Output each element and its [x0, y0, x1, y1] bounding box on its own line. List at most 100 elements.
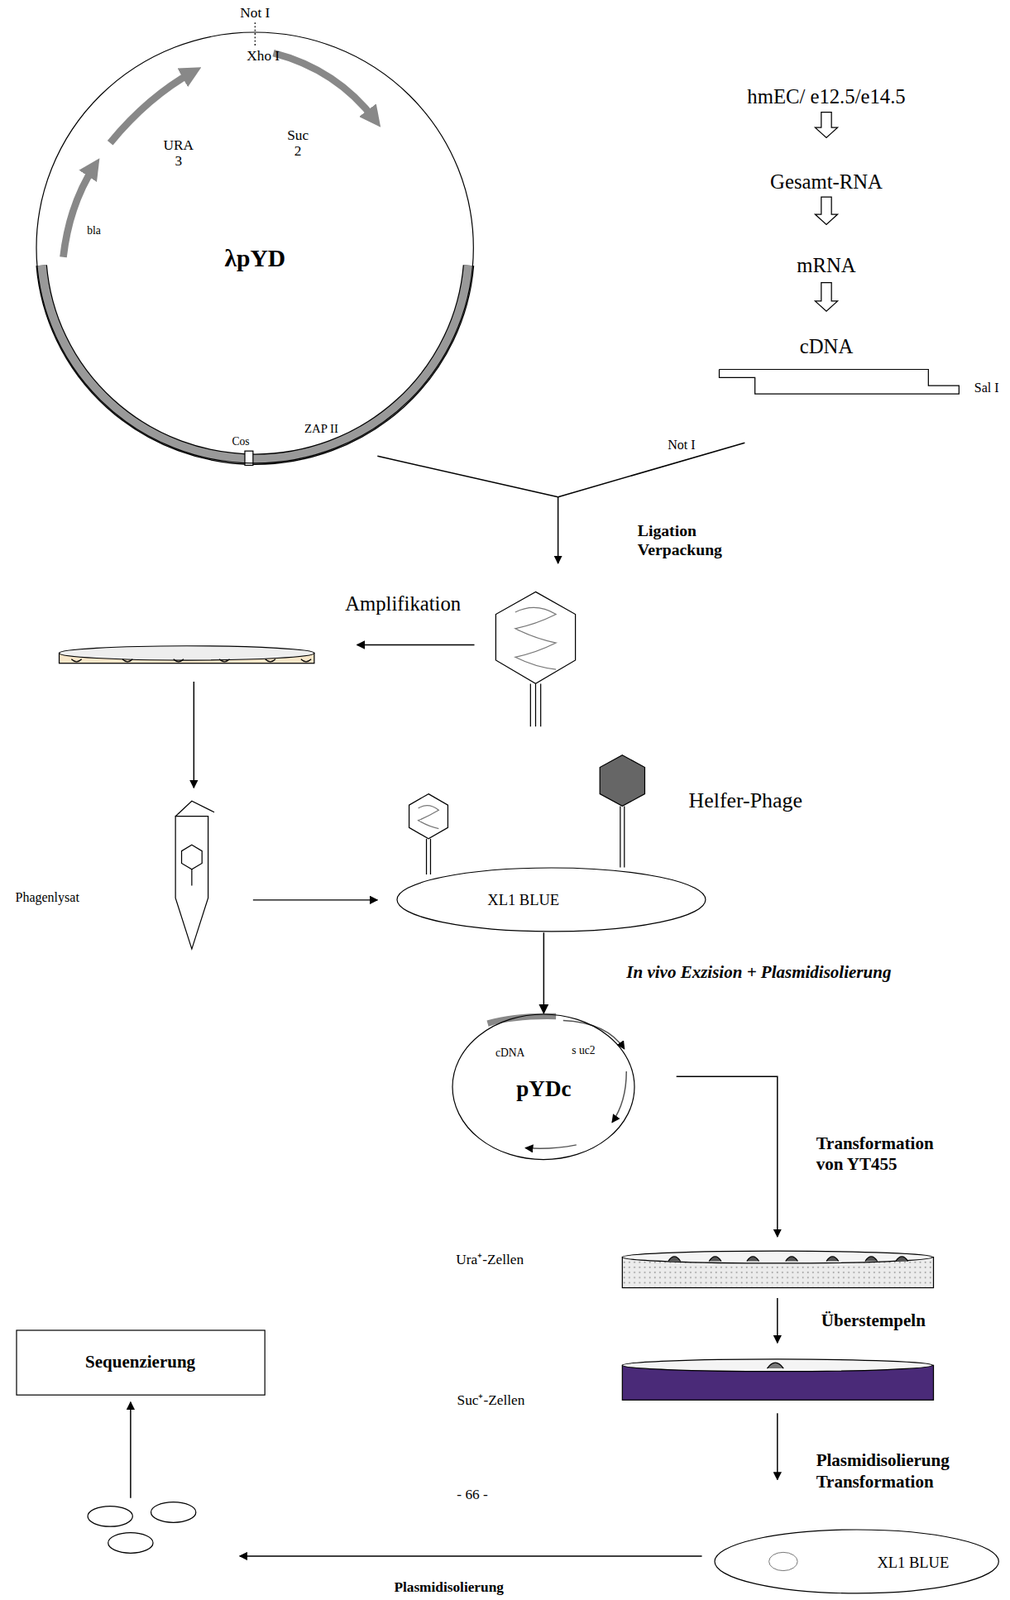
ellipse-border — [452, 1014, 635, 1160]
hollow-arrow — [814, 112, 838, 139]
centrifuge-tube — [181, 844, 203, 870]
suc-plate — [766, 1362, 784, 1369]
plasmid: cDNAs uc2pYDc — [451, 1013, 636, 1161]
plasmids — [87, 1502, 197, 1554]
arrows — [357, 644, 475, 646]
phage-particle — [495, 591, 575, 727]
phage-and-helper — [623, 805, 625, 867]
plasmids — [151, 1502, 197, 1523]
arrows — [129, 1402, 131, 1499]
edge-label: In vivo Exzision + Plasmidisolierung — [626, 962, 891, 983]
ellipse-border — [714, 1529, 999, 1594]
node-text: Suc 2 — [284, 127, 312, 159]
ura-plate — [668, 1256, 909, 1262]
host-cell: XL1 BLUE — [396, 866, 707, 933]
suc-plate — [622, 1359, 933, 1372]
label: Plasmidisolierung Transformation — [816, 1450, 970, 1492]
node-text: XL1 BLUE — [876, 1554, 949, 1571]
phage-and-helper — [430, 838, 431, 875]
label: hmEC/ e12.5/e14.5 — [746, 84, 905, 110]
ligation-lines — [377, 455, 558, 497]
label: Not I — [667, 436, 695, 453]
node-text: XL1 BLUE — [487, 891, 560, 909]
label: - 66 - — [456, 1485, 488, 1504]
label: Helfer-Phage — [689, 788, 804, 814]
arrows — [253, 899, 378, 900]
ura-plate — [622, 1250, 933, 1264]
node-text: URA 3 — [161, 137, 197, 169]
label: cDNA — [799, 335, 853, 360]
node-outline — [713, 1528, 1000, 1594]
arrows — [776, 1412, 778, 1480]
centrifuge-tube — [175, 800, 215, 949]
petri-dish — [59, 646, 315, 664]
vector-map — [41, 265, 469, 460]
ligation-lines — [377, 442, 745, 564]
host-cell: XL1 BLUE — [713, 1528, 1000, 1594]
node-text: cDNA — [495, 1046, 526, 1059]
centrifuge-tube — [175, 800, 215, 817]
petri-dish — [71, 659, 312, 662]
arrow-connector — [543, 932, 546, 1013]
phage-and-helper — [409, 794, 449, 839]
label: Ura⁺-Zellen — [455, 1251, 524, 1269]
centrifuge-tube — [175, 816, 208, 949]
arrows — [239, 1555, 703, 1556]
ligation-lines — [558, 442, 746, 497]
phage-and-helper — [426, 838, 427, 875]
plasmid-arrows — [612, 1071, 627, 1123]
node-text: bla — [86, 224, 101, 237]
label: mRNA — [796, 253, 856, 278]
arrows — [776, 1297, 778, 1343]
hollow-arrow — [814, 112, 838, 312]
phage-and-helper — [418, 805, 440, 829]
phage-particle — [495, 591, 575, 684]
plasmid-arrows — [488, 1015, 628, 1149]
process-box: Sequenzierung — [15, 1329, 266, 1396]
arrows — [193, 681, 195, 788]
cdna-strands — [719, 368, 960, 394]
label: Plasmidisolierung — [393, 1579, 504, 1597]
phage-and-helper — [619, 805, 621, 867]
plasmid-arrows — [525, 1144, 577, 1149]
phage-particle — [515, 607, 556, 670]
suc-plate — [622, 1359, 934, 1400]
plasmids — [87, 1506, 133, 1527]
vector-map: Not IXho IURA 3Suc 2blaλpYDZAP IICos — [35, 31, 474, 465]
label: Transformation von YT455 — [816, 1133, 960, 1175]
ellipse-border — [397, 867, 706, 932]
vector-map — [254, 22, 256, 46]
ura-plate — [622, 1250, 934, 1288]
vector-map — [110, 71, 194, 143]
vector-map — [41, 265, 469, 460]
node-text: pYDc — [516, 1077, 571, 1102]
arrows — [676, 1076, 778, 1237]
cdna-strands — [719, 368, 960, 394]
vector-map — [273, 52, 376, 120]
phage-and-helper — [409, 755, 646, 875]
ligation-lines — [557, 497, 559, 564]
label: Sal I — [974, 379, 1000, 396]
petri-dish — [59, 646, 315, 661]
node-text: Not I — [239, 5, 270, 22]
plasmid-arrows — [488, 1015, 557, 1024]
vector-map — [62, 165, 95, 258]
vector-map — [41, 22, 469, 465]
label: Gesamt-RNA — [770, 169, 883, 195]
label: Überstempeln — [821, 1311, 926, 1332]
node-text: Xho I — [246, 47, 280, 64]
arrows — [130, 645, 778, 1556]
phage-particle — [535, 683, 537, 727]
hollow-arrow — [814, 196, 838, 225]
label: Ligation Verpackung — [637, 521, 746, 561]
hollow-arrow — [814, 282, 838, 312]
phage-particle — [530, 683, 532, 727]
phage-and-helper — [599, 755, 645, 807]
plasmids — [108, 1532, 154, 1554]
centrifuge-tube — [191, 869, 192, 886]
node-text: Sequenzierung — [85, 1353, 196, 1373]
phage-particle — [540, 683, 541, 727]
label: Suc⁺-Zellen — [457, 1392, 526, 1410]
label: Amplifikation — [344, 591, 461, 617]
